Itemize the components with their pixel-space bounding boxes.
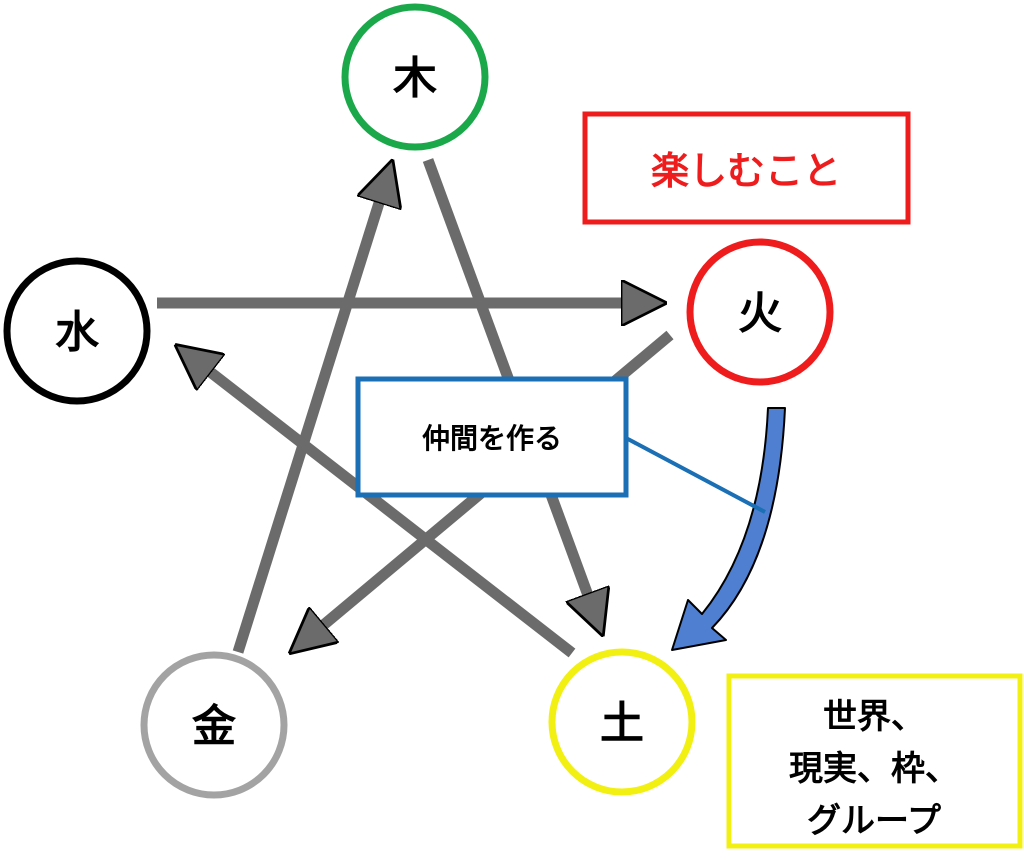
box-world-line-3: グループ (807, 801, 941, 841)
node-wood-circle (341, 3, 489, 151)
node-earth-circle (548, 648, 696, 796)
box-world-line-1: 世界、 (823, 697, 925, 737)
node-fire-circle (686, 238, 834, 386)
box-world: 世界、 現実、枠、 グループ (726, 673, 1023, 849)
node-wood: 木 (341, 3, 489, 151)
box-friends-frame (355, 376, 629, 498)
box-world-frame (726, 673, 1023, 849)
node-water-label: 水 (55, 307, 100, 358)
node-metal: 金 (140, 651, 288, 799)
node-earth: 土 (548, 648, 696, 796)
box-friends: 仲間を作る (355, 376, 629, 498)
node-wood-label: 木 (393, 53, 437, 104)
node-fire: 火 (686, 238, 834, 386)
node-metal-circle (140, 651, 288, 799)
box-enjoy-frame (582, 111, 911, 225)
box-world-line-2: 現実、枠、 (789, 749, 959, 789)
arrow-earth-to-water (182, 350, 576, 658)
node-water-circle (3, 257, 151, 405)
node-fire-label: 火 (738, 288, 782, 339)
node-earth-label: 土 (600, 698, 644, 749)
box-enjoy: 楽しむこと (582, 111, 911, 225)
connector-line (625, 436, 766, 514)
box-friends-text: 仲間を作る (422, 422, 562, 455)
arrow-fire-to-earth (671, 407, 786, 651)
box-enjoy-text: 楽しむこと (651, 149, 841, 193)
node-water: 水 (3, 257, 151, 405)
node-metal-label: 金 (191, 701, 237, 752)
arrow-metal-to-wood (232, 168, 390, 654)
